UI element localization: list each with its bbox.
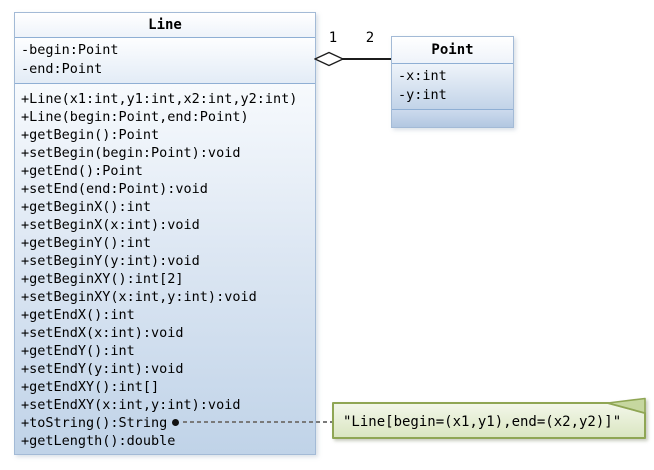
- method-item: +getLength():double: [21, 433, 176, 449]
- attribute-item: -begin:Point: [21, 42, 119, 58]
- attribute-item: -x:int: [398, 68, 447, 84]
- class-title-point: Point: [392, 37, 513, 64]
- method-item: +setEndY(y:int):void: [21, 361, 184, 377]
- method-item: +setBeginXY(x:int,y:int):void: [21, 289, 257, 305]
- method-item: +getEndXY():int[]: [21, 379, 160, 395]
- method-item: +setEndX(x:int):void: [21, 325, 184, 341]
- method-item: +setBegin(begin:Point):void: [21, 145, 241, 161]
- multiplicity-label-line-end: 1: [328, 30, 338, 46]
- point-attributes-compartment: -x:int -y:int: [392, 64, 513, 110]
- line-attributes-compartment: -begin:Point -end:Point: [15, 38, 315, 84]
- method-item: +getEndX():int: [21, 307, 135, 323]
- attribute-item: -y:int: [398, 87, 447, 103]
- note-folded-corner-icon: [607, 397, 646, 414]
- class-title-line: Line: [15, 13, 315, 38]
- method-item: +Line(begin:Point,end:Point): [21, 109, 249, 125]
- attribute-item: -end:Point: [21, 61, 103, 77]
- method-item: +getBeginX():int: [21, 199, 152, 215]
- note-anchor-dot-icon: [172, 419, 179, 426]
- note-callout: "Line[begin=(x1,y1),end=(x2,y2)]": [331, 395, 653, 445]
- class-box-point: Point -x:int -y:int: [391, 36, 514, 128]
- note-shape: [332, 397, 646, 439]
- note-body: [332, 402, 646, 439]
- method-item: +toString():String: [21, 415, 168, 431]
- association-line: [342, 58, 391, 60]
- aggregation-diamond-icon: [314, 51, 344, 67]
- method-item: +setEndXY(x:int,y:int):void: [21, 397, 241, 413]
- class-box-line: Line -begin:Point -end:Point +Line(x1:int…: [14, 12, 316, 455]
- method-item: +getEndY():int: [21, 343, 135, 359]
- method-item: +setEnd(end:Point):void: [21, 181, 208, 197]
- multiplicity-label-point-end: 2: [365, 30, 375, 46]
- method-item: +getBeginY():int: [21, 235, 152, 251]
- method-item: +getBeginXY():int[2]: [21, 271, 184, 287]
- point-methods-compartment: [392, 110, 513, 127]
- note-text: "Line[begin=(x1,y1),end=(x2,y2)]": [343, 414, 622, 430]
- method-item: +getBegin():Point: [21, 127, 160, 143]
- method-item: +getEnd():Point: [21, 163, 143, 179]
- note-dashed-connector: [183, 421, 334, 423]
- method-item: +setBeginX(x:int):void: [21, 217, 200, 233]
- method-item: +setBeginY(y:int):void: [21, 253, 200, 269]
- method-item: +Line(x1:int,y1:int,x2:int,y2:int): [21, 91, 298, 107]
- line-methods-compartment: +Line(x1:int,y1:int,x2:int,y2:int) +Line(…: [15, 84, 315, 454]
